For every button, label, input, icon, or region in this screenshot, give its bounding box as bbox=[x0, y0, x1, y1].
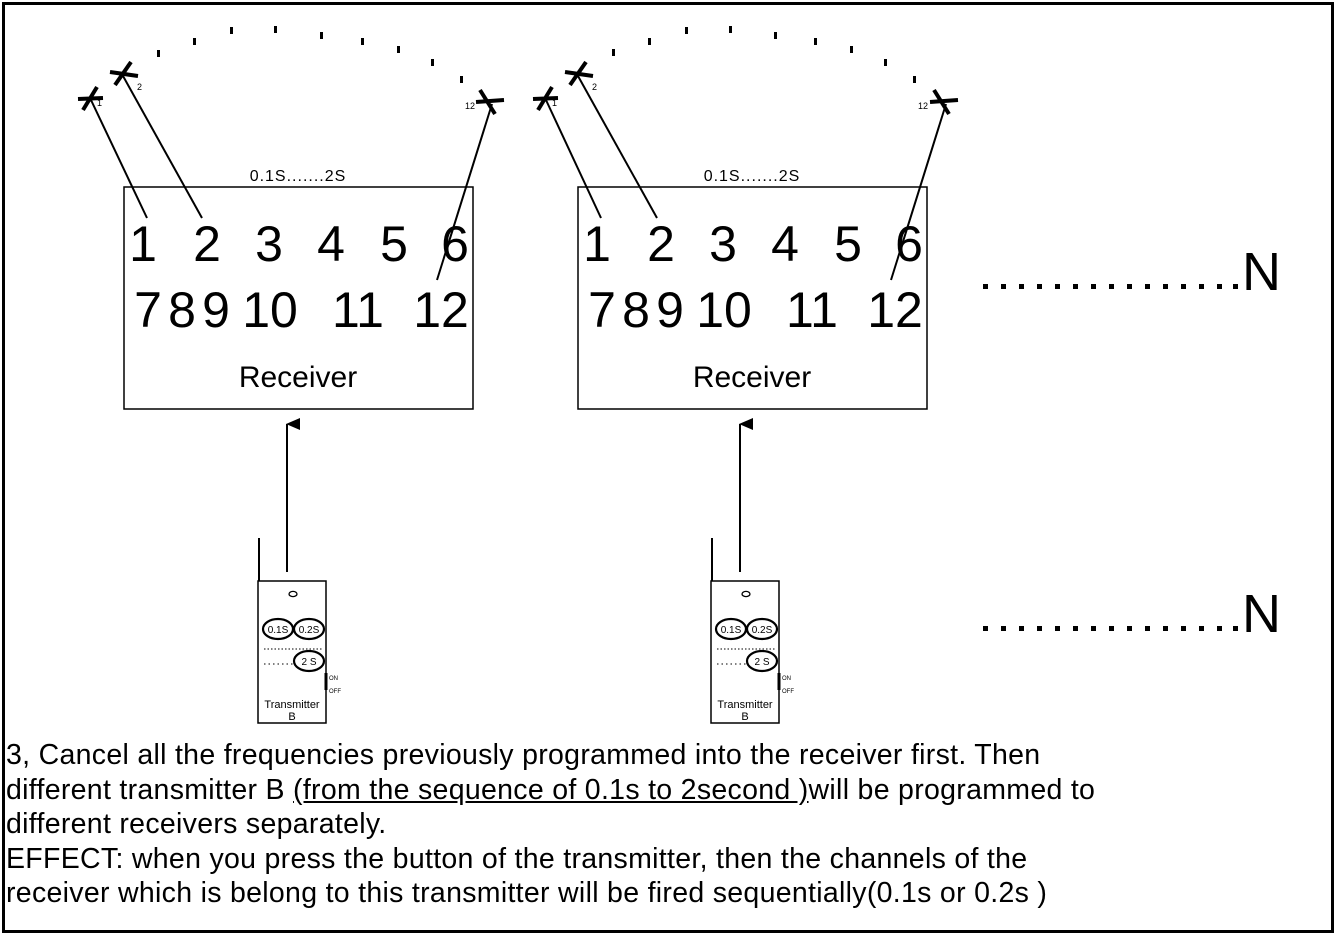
firing-sequence-arc bbox=[157, 26, 463, 83]
svg-text:2 S: 2 S bbox=[301, 657, 316, 668]
receiver-label: Receiver bbox=[693, 361, 811, 394]
button-0-2s[interactable]: 0.2S bbox=[745, 617, 779, 641]
caption-line-5: receiver which is belong to this transmi… bbox=[6, 877, 1048, 909]
channel-1: 1 bbox=[583, 216, 611, 272]
switch-on-label: ON bbox=[329, 676, 338, 682]
button-2s[interactable]: 2 S bbox=[292, 649, 326, 673]
igniter-12-label: 12 bbox=[918, 101, 928, 111]
igniter-1-label: 1 bbox=[97, 98, 102, 108]
igniter-2 bbox=[109, 60, 139, 87]
firing-sequence-arc bbox=[612, 26, 916, 83]
channel-8: 8 bbox=[168, 282, 196, 338]
transmitter: 0.1S 0.2S 2 S ON OFF Transmitter B bbox=[257, 538, 341, 724]
channel-10: 10 bbox=[696, 282, 752, 338]
channel-1: 1 bbox=[129, 216, 157, 272]
channel-9: 9 bbox=[202, 282, 230, 338]
caption-line-2: different transmitter B (from the sequen… bbox=[6, 773, 1332, 808]
channel-9: 9 bbox=[656, 282, 684, 338]
channel-12: 12 bbox=[867, 282, 923, 338]
button-0-2s[interactable]: 0.2S bbox=[292, 617, 326, 641]
instruction-text: 3, Cancel all the frequencies previously… bbox=[6, 738, 1332, 911]
transmitter-sub-label: B bbox=[741, 711, 748, 723]
transmitter-sub-label: B bbox=[288, 711, 295, 723]
continuation-dots bbox=[983, 626, 1238, 631]
button-2s[interactable]: 2 S bbox=[745, 649, 779, 673]
channel-6: 6 bbox=[441, 216, 469, 272]
continuation-dots bbox=[983, 284, 1238, 289]
channel-12: 12 bbox=[413, 282, 469, 338]
transmitter-label: Transmitter bbox=[264, 699, 320, 711]
channel-10: 10 bbox=[242, 282, 298, 338]
svg-text:0.2S: 0.2S bbox=[299, 625, 320, 636]
receiver-label: Receiver bbox=[239, 361, 357, 394]
continuation-n-label: N bbox=[1242, 584, 1281, 644]
svg-text:0.1S: 0.1S bbox=[721, 625, 742, 636]
timing-label: 0.1S.......2S bbox=[250, 168, 347, 185]
channel-7: 7 bbox=[134, 282, 162, 338]
channel-11: 11 bbox=[786, 282, 838, 338]
channel-8: 8 bbox=[622, 282, 650, 338]
igniter-12-label: 12 bbox=[465, 101, 475, 111]
receiver-box bbox=[577, 186, 928, 410]
igniter-wires bbox=[545, 75, 947, 281]
igniter-2-label: 2 bbox=[592, 82, 597, 92]
channel-5: 5 bbox=[380, 216, 408, 272]
channel-2: 2 bbox=[193, 216, 221, 272]
igniter-2 bbox=[564, 60, 594, 87]
receiver-continuation: N bbox=[983, 242, 1281, 302]
channel-11: 11 bbox=[332, 282, 384, 338]
caption-line-4: EFFECT: when you press the button of the… bbox=[6, 842, 1028, 875]
igniter-wires bbox=[90, 75, 493, 281]
channel-3: 3 bbox=[255, 216, 283, 272]
transmitter: 0.1S 0.2S 2 S ON OFF Transmitter B bbox=[710, 538, 794, 724]
channel-5: 5 bbox=[834, 216, 862, 272]
transmitter-continuation: N bbox=[983, 584, 1281, 644]
caption-line-1: 3, Cancel all the frequencies previously… bbox=[6, 739, 1041, 771]
channel-4: 4 bbox=[771, 216, 799, 272]
switch-off-label: OFF bbox=[329, 689, 341, 695]
receiver-box bbox=[123, 186, 474, 410]
channel-4: 4 bbox=[317, 216, 345, 272]
igniter-12 bbox=[475, 88, 505, 116]
igniter-2-label: 2 bbox=[137, 82, 142, 92]
igniter-1 bbox=[77, 85, 104, 112]
caption-line-2-end: will be programmed to bbox=[808, 773, 1096, 806]
receiver-group-2: 1 2 12 0.1S.......2S 1 2 3 4 5 6 7 8 9 bbox=[532, 26, 959, 724]
svg-text:0.1S: 0.1S bbox=[268, 625, 289, 636]
igniter-1 bbox=[532, 85, 559, 112]
switch-on-label: ON bbox=[782, 676, 791, 682]
caption-underlined-sequence: (from the sequence of 0.1s to 2second ) bbox=[293, 773, 809, 806]
switch-off-label: OFF bbox=[782, 689, 794, 695]
caption-line-2-start: different transmitter B bbox=[6, 773, 294, 806]
igniter-12 bbox=[929, 88, 959, 116]
channel-7: 7 bbox=[588, 282, 616, 338]
status-led-icon bbox=[741, 590, 751, 598]
channel-2: 2 bbox=[647, 216, 675, 272]
receiver-group-1: 1 2 12 0.1S.......2S 1 2 3 4 5 6 7 8 bbox=[77, 26, 505, 724]
svg-text:2 S: 2 S bbox=[754, 657, 769, 668]
status-led-icon bbox=[288, 590, 298, 598]
channel-3: 3 bbox=[709, 216, 737, 272]
svg-text:0.2S: 0.2S bbox=[752, 625, 773, 636]
caption-line-3: different receivers separately. bbox=[6, 808, 387, 840]
timing-label: 0.1S.......2S bbox=[704, 168, 801, 185]
transmitter-label: Transmitter bbox=[717, 699, 773, 711]
continuation-n-label: N bbox=[1242, 242, 1281, 302]
igniter-1-label: 1 bbox=[552, 98, 557, 108]
channel-6: 6 bbox=[895, 216, 923, 272]
